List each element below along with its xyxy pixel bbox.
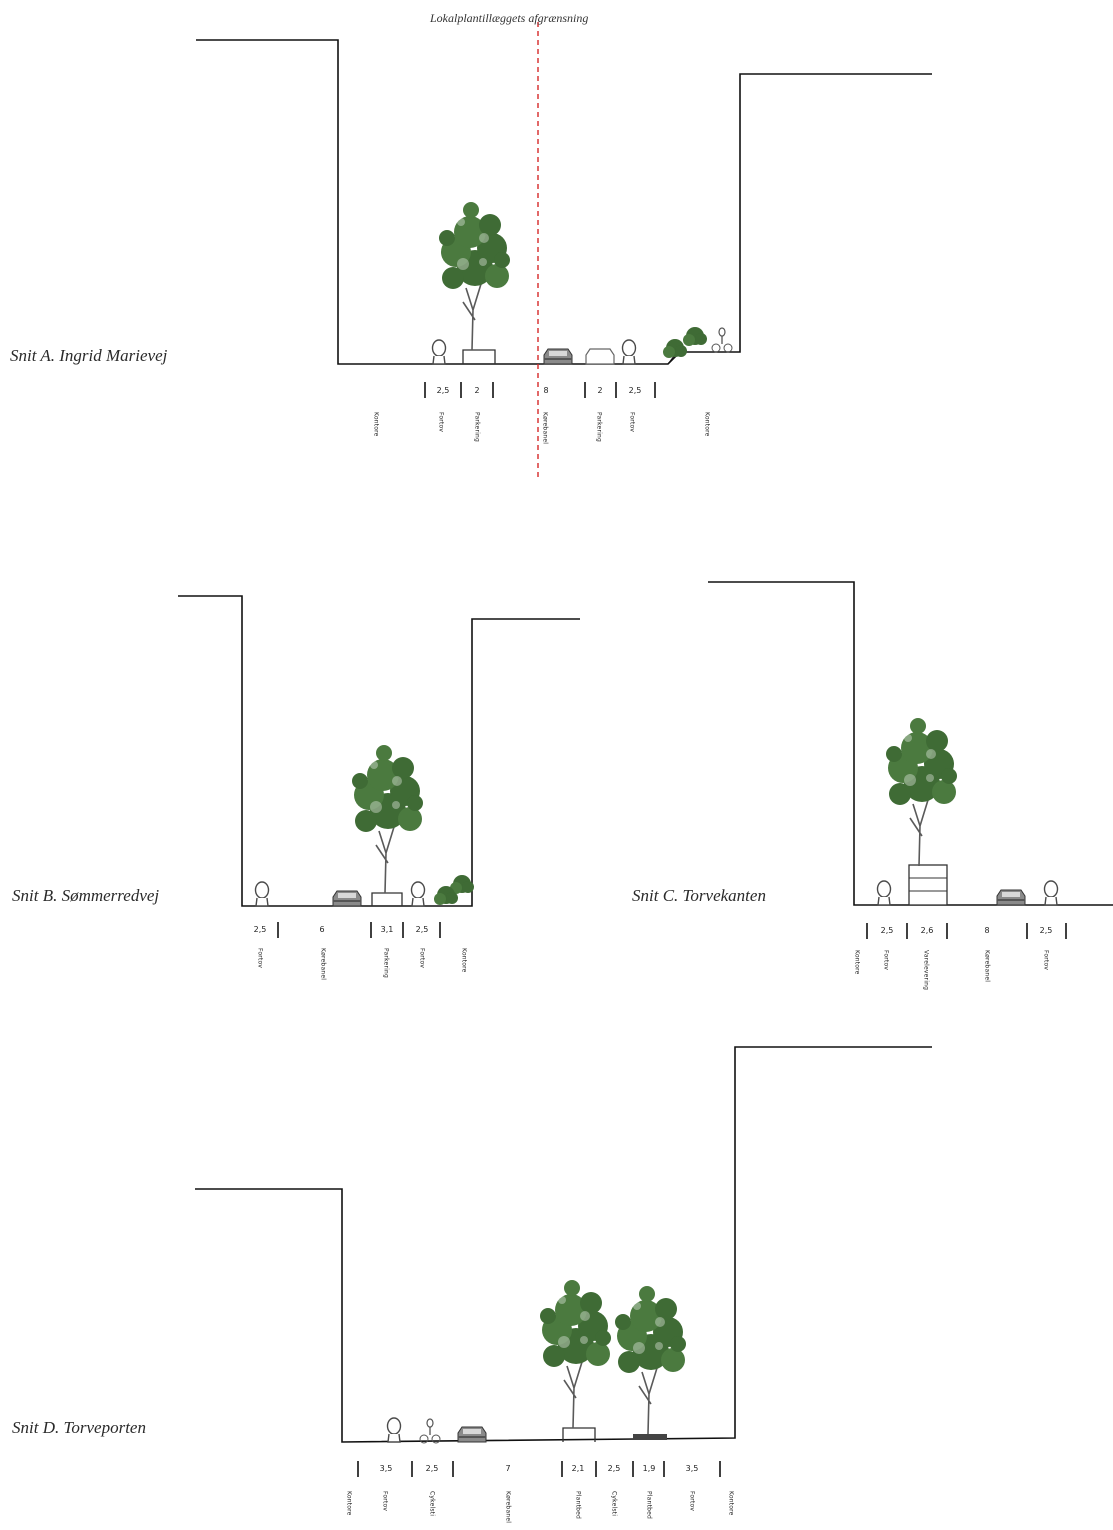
section-c-zone-label: Varelevering xyxy=(922,950,930,991)
section-a-zone-label: Kørebanel xyxy=(541,412,549,445)
section-d-zone-label: Kontore xyxy=(345,1491,353,1516)
section-d-dimension: 3,5 xyxy=(685,1464,699,1473)
section-d-title: Snit D. Torveporten xyxy=(12,1418,146,1437)
section-b-dimension: 3,1 xyxy=(380,925,394,934)
section-d-dimension: 2,1 xyxy=(571,1464,585,1473)
section-d-zone-label: Kørebanel xyxy=(504,1491,512,1524)
section-a-dimension-ticks xyxy=(424,381,656,399)
section-a-zone-label: Kontore xyxy=(703,412,711,437)
section-b-profile xyxy=(178,595,580,939)
section-b-zone-label: Fortov xyxy=(256,948,264,969)
section-b-dimension: 6 xyxy=(319,925,325,934)
section-d-zone-label: Fortov xyxy=(381,1491,389,1512)
section-d-dimension: 1,9 xyxy=(642,1464,656,1473)
section-a-profile xyxy=(196,39,932,399)
section-a-dimension: 8 xyxy=(543,386,549,395)
section-b-zone-label: Fortov xyxy=(418,948,426,969)
boundary-label: Lokalplantillæggets afgrænsning xyxy=(430,11,589,25)
section-c-dimension-ticks xyxy=(866,922,1067,940)
section-a-dimension: 2,5 xyxy=(436,386,450,395)
section-a-title: Snit A. Ingrid Marievej xyxy=(10,346,168,365)
section-a-dimension: 2 xyxy=(474,386,480,395)
section-d-zone-label: Plantbed xyxy=(645,1491,653,1520)
section-a-dimension: 2,5 xyxy=(628,386,642,395)
section-d-dimension: 2,5 xyxy=(425,1464,439,1473)
section-c-zone-label: Fortov xyxy=(1042,950,1050,971)
section-a-zone-label: Fortov xyxy=(628,412,636,433)
section-a-zone-label: Fortov xyxy=(437,412,445,433)
section-d-profile xyxy=(195,1046,932,1478)
section-a-zone-label: Parkering xyxy=(473,412,481,442)
section-c-dimension: 2,6 xyxy=(920,926,934,935)
section-b-zone-label: Parkering xyxy=(382,948,390,978)
section-c-dimension: 2,5 xyxy=(880,926,894,935)
section-c-zone-label: Kontore xyxy=(853,950,861,975)
section-c-dimension: 8 xyxy=(984,926,990,935)
section-d-dimension: 7 xyxy=(505,1464,511,1473)
section-d-zone-label: Kontore xyxy=(727,1491,735,1516)
section-a-zone-label: Kontore xyxy=(372,412,380,437)
section-a-dimension: 2 xyxy=(597,386,603,395)
section-d-zone-label: Cykelsti xyxy=(610,1491,618,1517)
section-d-dimension: 3,5 xyxy=(379,1464,393,1473)
section-c-zone-label: Fortov xyxy=(882,950,890,971)
section-d-dimension-ticks xyxy=(357,1460,721,1478)
section-d-zone-label: Plantbed xyxy=(574,1491,582,1520)
section-b-dimension: 2,5 xyxy=(253,925,267,934)
section-d-zone-label: Fortov xyxy=(688,1491,696,1512)
section-c-zone-label: Kørebanel xyxy=(983,950,991,983)
section-c-title: Snit C. Torvekanten xyxy=(632,886,766,905)
section-b-title: Snit B. Sømmerredvej xyxy=(12,886,160,905)
section-d-zone-label: Cykelsti xyxy=(428,1491,436,1517)
section-a-zone-label: Parkering xyxy=(595,412,603,442)
section-c-profile xyxy=(708,581,1113,940)
section-b-zone-label: Kørebanel xyxy=(319,948,327,981)
section-b-dimension: 2,5 xyxy=(415,925,429,934)
section-b-zone-label: Kontore xyxy=(460,948,468,973)
section-c-dimension: 2,5 xyxy=(1039,926,1053,935)
section-d-dimension: 2,5 xyxy=(607,1464,621,1473)
